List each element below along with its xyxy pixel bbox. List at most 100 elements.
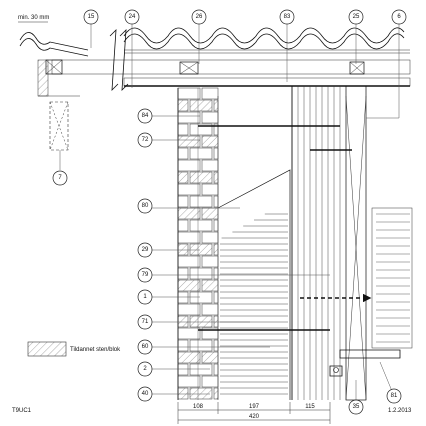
brick [201, 207, 219, 220]
brick [213, 291, 219, 304]
brick [189, 387, 213, 400]
svg-text:35: 35 [353, 404, 360, 410]
horizontal-ties [198, 125, 352, 331]
svg-text:79: 79 [142, 272, 149, 278]
svg-text:26: 26 [196, 14, 203, 20]
callout-72: 72 [137, 132, 153, 148]
svg-text:60: 60 [142, 344, 149, 350]
brick [213, 243, 219, 256]
brick [213, 195, 219, 208]
brick [213, 363, 219, 376]
brick [213, 267, 219, 280]
brick [177, 87, 201, 100]
brick [201, 255, 219, 268]
dim-108: 108 [193, 404, 204, 410]
svg-text:25: 25 [353, 14, 360, 20]
svg-text:29: 29 [142, 247, 149, 253]
brick [177, 243, 189, 256]
brick [213, 147, 219, 160]
callout-25: 25 [348, 9, 364, 25]
dimension-chain [177, 402, 331, 424]
brick [177, 195, 189, 208]
svg-text:7: 7 [58, 175, 62, 181]
svg-text:15: 15 [88, 14, 95, 20]
brick-wall [177, 87, 219, 400]
brick [177, 315, 189, 328]
leader-lines [59, 24, 400, 400]
brick [189, 171, 213, 184]
svg-text:71: 71 [142, 319, 149, 325]
callout-40: 40 [137, 386, 153, 402]
insulation-zone [217, 96, 291, 400]
svg-text:84: 84 [142, 113, 149, 119]
brick [213, 219, 219, 232]
dim-420: 420 [249, 414, 260, 420]
brick [177, 171, 189, 184]
brick [201, 135, 219, 148]
brick [177, 219, 189, 232]
brick [189, 219, 213, 232]
callout-24: 24 [124, 9, 140, 25]
callout-84: 84 [137, 108, 153, 124]
brick [189, 195, 213, 208]
svg-text:83: 83 [284, 14, 291, 20]
brick [177, 255, 201, 268]
brick [201, 159, 219, 172]
brick [177, 279, 201, 292]
brick [177, 123, 189, 136]
brick [189, 291, 213, 304]
callout-26: 26 [191, 9, 207, 25]
brick [177, 183, 201, 196]
brick [213, 315, 219, 328]
brick [201, 231, 219, 244]
drawing-date: 1.2.2013 [388, 408, 412, 414]
brick [213, 387, 219, 400]
brick [177, 291, 189, 304]
brick [189, 315, 213, 328]
svg-text:80: 80 [142, 203, 149, 209]
callout-15: 15 [83, 9, 99, 25]
brick [177, 159, 201, 172]
callout-79: 79 [137, 267, 153, 283]
brick [177, 339, 189, 352]
callout-80: 80 [137, 198, 153, 214]
brick [201, 111, 219, 124]
callout-2: 2 [137, 361, 153, 377]
brick [201, 351, 219, 364]
svg-text:81: 81 [391, 393, 398, 399]
svg-text:2: 2 [143, 366, 147, 372]
roof-battens [37, 59, 411, 97]
callout-1: 1 [137, 289, 153, 305]
brick [177, 147, 189, 160]
brick [177, 231, 201, 244]
svg-text:1: 1 [143, 294, 147, 300]
legend-hatch-swatch [27, 341, 67, 357]
brick [189, 339, 213, 352]
brick [177, 207, 201, 220]
brick [189, 363, 213, 376]
dim-197: 197 [249, 404, 260, 410]
callout-81: 81 [386, 388, 402, 404]
brick [177, 387, 189, 400]
brick [177, 111, 201, 124]
brick [177, 135, 201, 148]
brick [213, 339, 219, 352]
brick [213, 171, 219, 184]
timber-frame [291, 85, 367, 401]
break-lines [109, 28, 129, 92]
callout-7: 7 [52, 170, 68, 186]
roof-tiles [19, 27, 410, 57]
brick [201, 87, 219, 100]
brick [189, 147, 213, 160]
hidden-element-7 [49, 101, 69, 151]
brick [177, 351, 201, 364]
callout-71: 71 [137, 314, 153, 330]
brick [189, 99, 213, 112]
brick [189, 243, 213, 256]
brick [201, 279, 219, 292]
svg-text:72: 72 [142, 137, 149, 143]
brick [189, 123, 213, 136]
svg-text:6: 6 [397, 14, 401, 20]
